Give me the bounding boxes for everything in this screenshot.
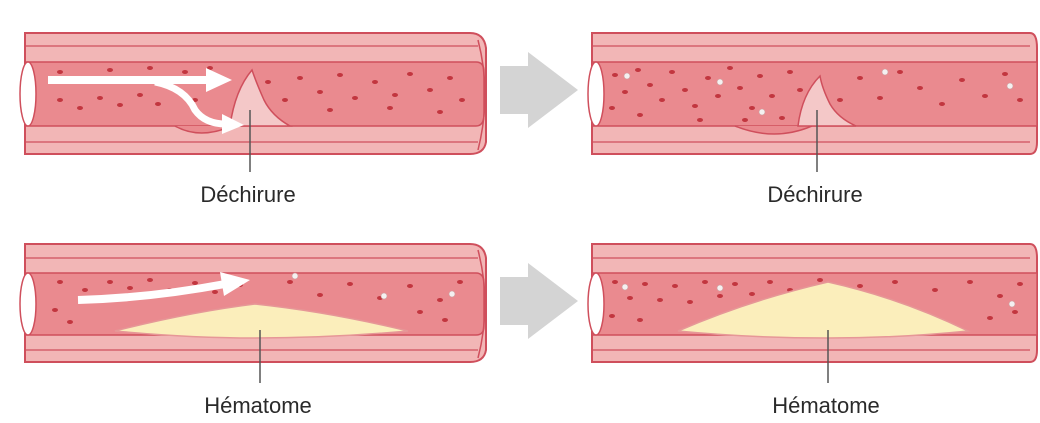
vessel-opening: [588, 273, 604, 335]
vessel-hematoma-left: Hématome: [20, 244, 486, 418]
vessel-opening: [20, 62, 36, 126]
vessel-tear-left: Déchirure: [20, 33, 486, 207]
progression-arrow: [500, 52, 578, 128]
label-hematoma-left: Hématome: [204, 393, 312, 418]
label-tear-right: Déchirure: [767, 182, 862, 207]
vessel-opening: [20, 273, 36, 335]
vessel-hematoma-right: Hématome: [588, 244, 1037, 418]
vessel-opening: [588, 62, 604, 126]
label-hematoma-right: Hématome: [772, 393, 880, 418]
progression-arrow: [500, 263, 578, 339]
vessel-tear-right: Déchirure: [588, 33, 1037, 207]
label-tear-left: Déchirure: [200, 182, 295, 207]
